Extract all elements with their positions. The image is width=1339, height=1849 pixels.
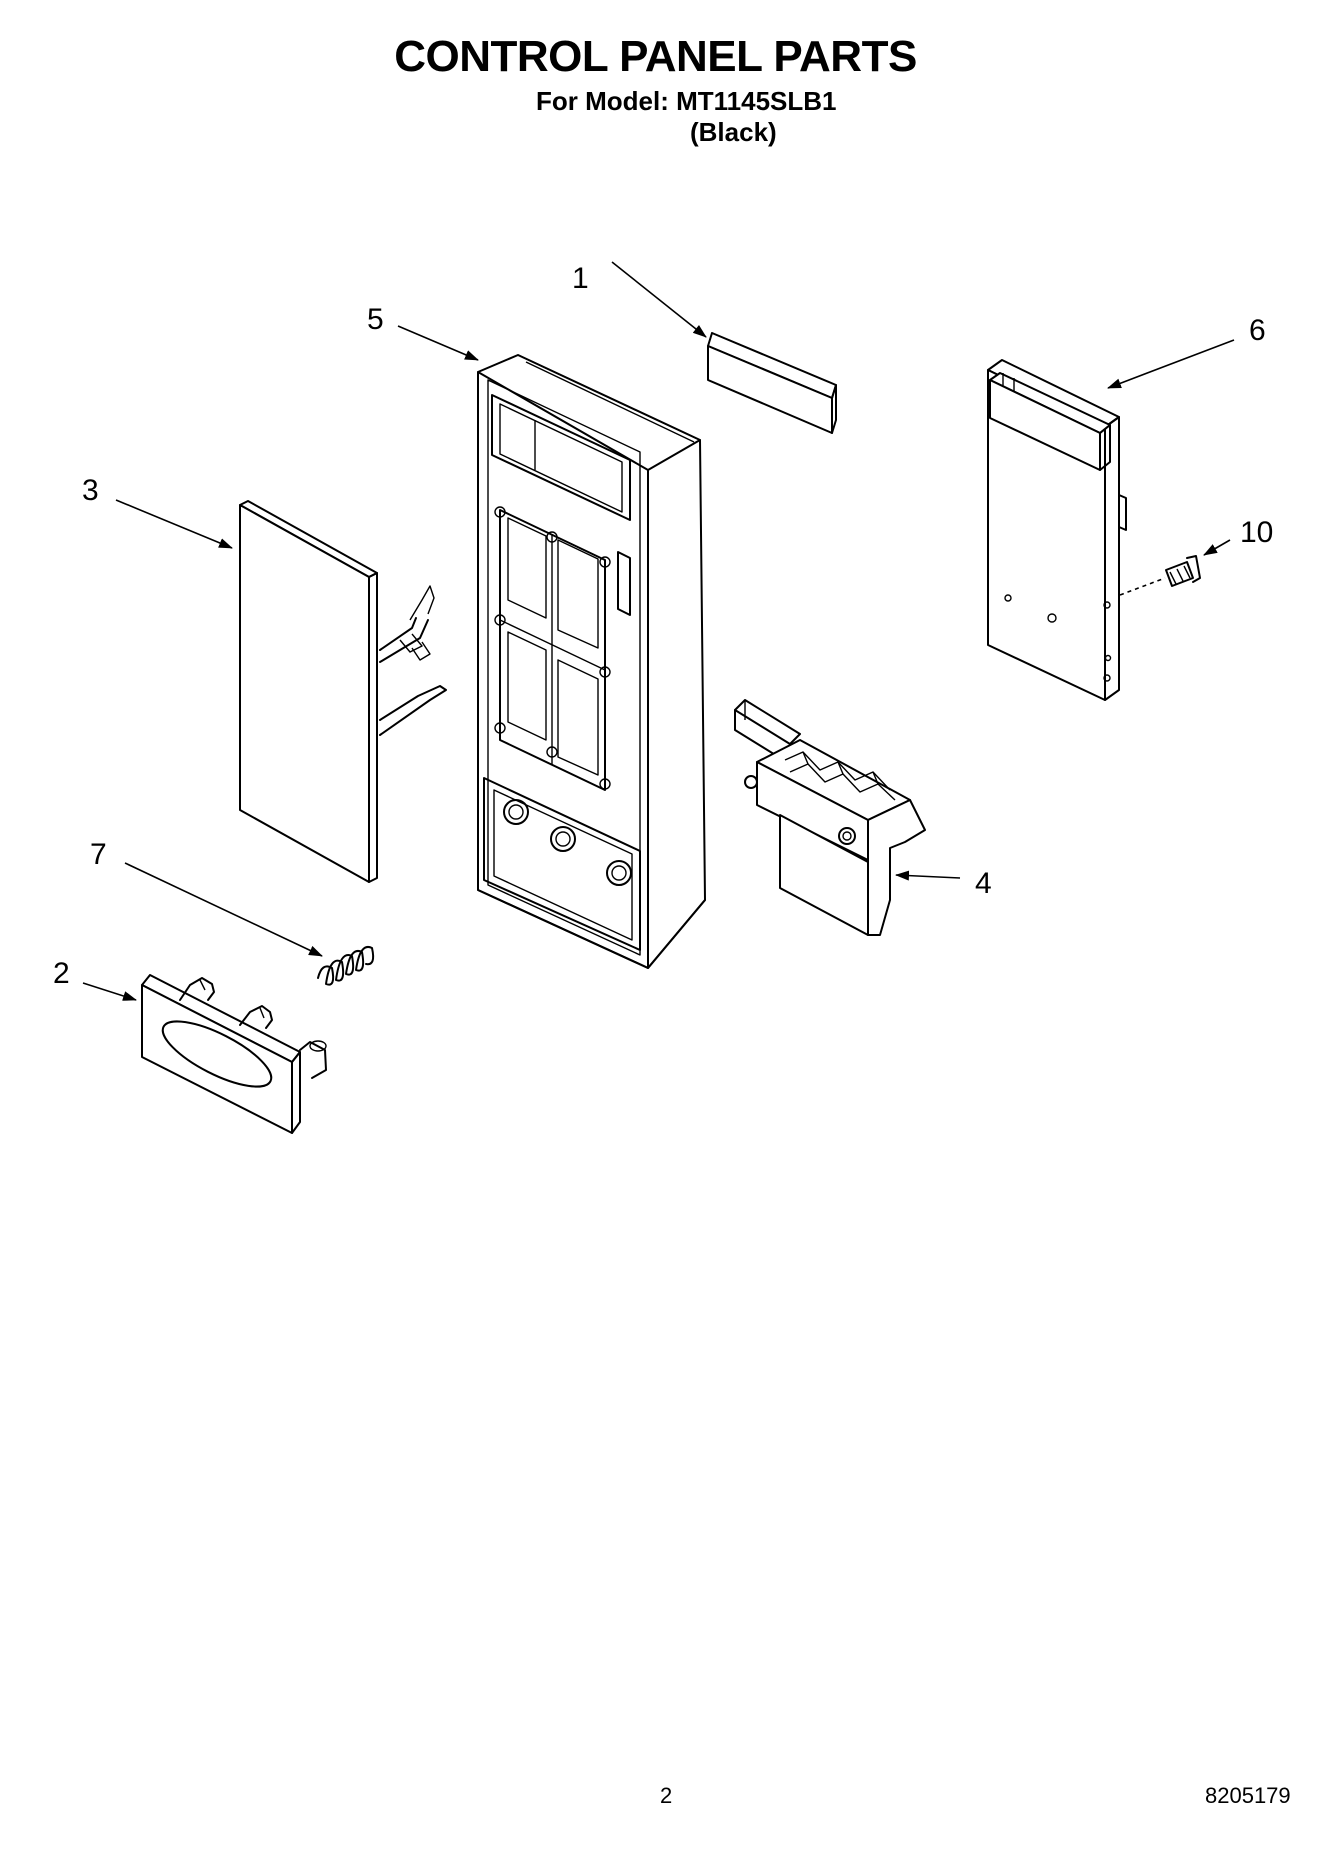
callout-10: 10 [1240, 516, 1273, 549]
document-number: 8205179 [1205, 1783, 1291, 1808]
leader-6 [1107, 339, 1235, 389]
part-5-control-panel-frame [477, 354, 706, 969]
model-line: For Model: MT1145SLB1 [536, 86, 837, 116]
leader-7 [124, 862, 323, 957]
callout-2: 2 [53, 957, 70, 990]
page-number: 2 [660, 1783, 673, 1808]
part-10-screw [1119, 555, 1201, 596]
leader-10 [1203, 539, 1231, 556]
callout-7: 7 [90, 838, 107, 871]
part-4-latch-actuator [734, 699, 926, 936]
leader-3 [115, 499, 233, 549]
leader-5 [397, 325, 479, 361]
callout-labels: 1 5 6 3 10 4 7 2 [53, 262, 1273, 990]
part-6-control-board [987, 359, 1127, 701]
page-title: CONTROL PANEL PARTS [394, 32, 917, 81]
callout-5: 5 [367, 303, 384, 336]
color-line: (Black) [690, 117, 777, 147]
leader-4 [895, 870, 961, 881]
part-1-display-window [707, 332, 837, 434]
callout-leaders [82, 261, 1235, 1001]
callout-4: 4 [975, 867, 992, 900]
leader-2 [82, 982, 137, 1001]
leader-1 [611, 261, 707, 338]
callout-1: 1 [572, 262, 589, 295]
part-7-spring [317, 946, 375, 986]
callout-6: 6 [1249, 314, 1266, 347]
part-3-membrane-keypad [239, 500, 447, 883]
part-2-release-button [141, 974, 327, 1134]
callout-3: 3 [82, 474, 99, 507]
